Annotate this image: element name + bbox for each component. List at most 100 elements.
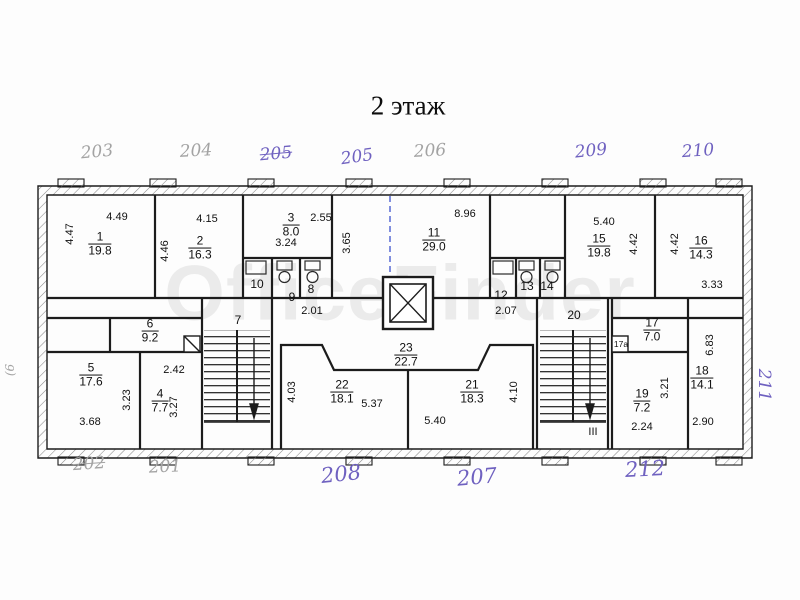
dimension-label: 3.23 [121,389,133,411]
dimension-label: 5.40 [424,415,446,427]
room-area: 8.0 [282,224,300,239]
room-area: 9.2 [141,330,159,345]
room-number-12: 12 [494,288,508,302]
room-number: 2 [188,234,212,249]
handwritten-number-207: 207 [455,463,499,491]
room-number: 6 [141,317,159,332]
handwritten-number-208: 208 [319,459,363,489]
dimension-label: 4.49 [106,211,128,223]
bathroom-fixtures [245,260,561,284]
handwritten-number-203: 203 [79,140,115,164]
room-area: 16.3 [188,247,212,262]
room-area: 19.8 [88,243,112,258]
elevator-shaft [381,275,435,331]
dimension-label: 2.01 [301,305,323,317]
room-area: 29.0 [422,239,446,254]
wall-pilasters [57,178,743,466]
dimension-label: 3.33 [701,279,723,291]
room-area: 14.3 [689,247,713,262]
room-area: 18.1 [330,391,354,406]
room-number-13: 13 [520,279,534,293]
dimension-label: 5.37 [361,398,383,410]
room-number-17a: 17а [613,339,629,349]
room-number: 1 [88,230,112,245]
dimension-label: 5.40 [593,216,615,228]
stair-direction-arrows [249,338,595,421]
handwritten-number-201: 201 [148,456,182,478]
dimension-label: 8.96 [454,208,476,220]
handwritten-number-210: 210 [681,139,715,163]
room-number: 4 [151,387,169,402]
dimension-label: 2.42 [163,364,185,376]
room-area: 7.2 [633,400,651,415]
handwritten-number-209: 209 [573,139,609,163]
room-number: 3 [282,211,300,226]
room-number: 21 [460,378,484,393]
dimension-label: 4.46 [159,240,171,262]
handwritten-number-202: 202 [72,452,106,476]
dimension-label: 2.55 [310,212,332,224]
stair-roman-numeral: III [588,426,598,438]
room-number: 18 [690,364,714,379]
dimension-label: 6.83 [704,334,716,356]
handwritten-number-205-struck: 205 [258,142,294,166]
dimension-label: 4.10 [508,381,520,403]
room-number-8: 8 [307,282,315,296]
dimension-label: 3.24 [275,237,297,249]
handwritten-number-211: 211 [754,368,774,402]
room-number: 17 [643,315,661,331]
room-number: 15 [587,232,611,247]
room-area: 18.3 [460,391,484,406]
room-number: 16 [689,234,713,249]
handwritten-number-212: 212 [624,455,666,483]
stairwells [204,330,606,423]
dimension-label: 3.27 [168,396,180,418]
room-number-14: 14 [540,279,554,293]
dimension-label: 4.15 [196,213,218,225]
room-number: 11 [422,226,446,241]
room-area: 14.1 [690,377,714,392]
dimension-label: 4.03 [286,381,298,403]
room-number-7: 7 [234,313,242,327]
room-area: 22.7 [394,354,418,369]
handwritten-margin-mark: (6 [3,363,17,377]
dimension-label: 3.65 [341,232,353,254]
room-number-20: 20 [567,308,581,322]
dimension-label: 4.47 [64,223,76,245]
room-number-10: 10 [250,277,264,291]
service-ducts [183,335,629,353]
dimension-label: 2.07 [495,305,517,317]
interior-walls [47,195,743,449]
room-number: 19 [633,386,651,402]
dimension-label: 4.42 [628,233,640,255]
room-area: 7.0 [643,329,661,344]
room-number: 5 [79,361,103,376]
dimension-label: 4.42 [669,233,681,255]
page-title: 2 этаж [370,90,446,121]
room-area: 17.6 [79,374,103,389]
room-area: 7.7 [151,400,169,415]
outer-walls [37,178,753,466]
dimension-label: 2.90 [692,416,714,428]
room-number-9: 9 [288,290,296,304]
room-number: 22 [330,378,354,393]
room-area: 19.8 [587,245,611,260]
dimension-label: 2.24 [631,421,653,433]
room-number: 23 [394,341,418,356]
